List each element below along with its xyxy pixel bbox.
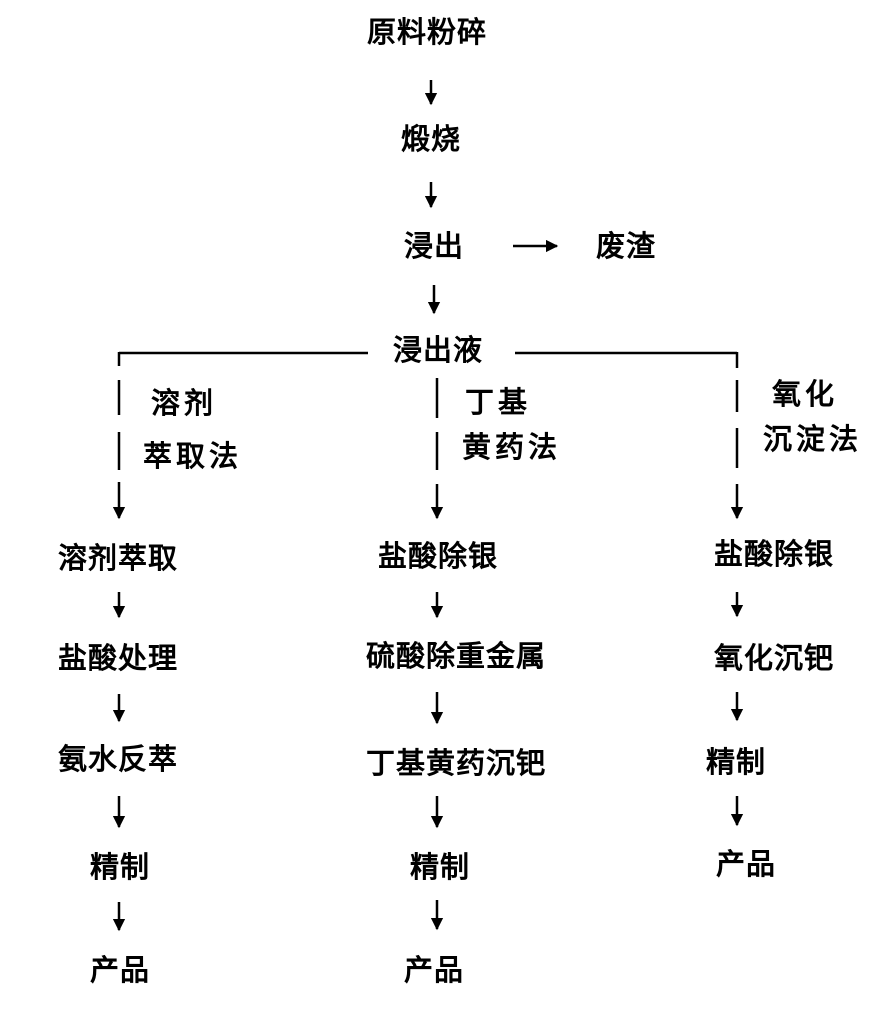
oxidation-step-silver-removal: 盐酸除银 (714, 537, 835, 571)
leachate: 浸出液 (393, 333, 484, 367)
label-xanthate-line1: 丁基 (465, 385, 532, 419)
solvent-step-hcl-treatment: 盐酸处理 (58, 641, 179, 675)
oxidation-step-product: 产品 (716, 847, 777, 881)
xanthate-step-refining: 精制 (410, 850, 471, 884)
solvent-step-extraction: 溶剂萃取 (58, 541, 179, 575)
label-oxidation-line1: 氧化 (772, 377, 839, 411)
solvent-step-product: 产品 (90, 953, 151, 987)
xanthate-step-heavy-metal-removal: 硫酸除重金属 (366, 639, 547, 673)
oxidation-step-pd-precipitation: 氧化沉钯 (714, 641, 835, 675)
solvent-step-refining: 精制 (90, 850, 151, 884)
label-oxidation-line2: 沉淀法 (763, 422, 863, 456)
label-xanthate-line2: 黄药法 (462, 430, 562, 464)
step-leaching: 浸出 (404, 229, 465, 263)
label-solvent-line1: 溶剂 (151, 386, 218, 420)
xanthate-step-silver-removal: 盐酸除银 (378, 539, 499, 573)
label-solvent-line2: 萃取法 (143, 439, 243, 473)
solvent-step-ammonia-strip: 氨水反萃 (58, 742, 179, 776)
waste-residue: 废渣 (596, 229, 657, 263)
xanthate-step-product: 产品 (404, 953, 465, 987)
step-calcination: 煅烧 (401, 122, 462, 156)
step-crushing: 原料粉碎 (367, 15, 488, 49)
xanthate-step-pd-precipitation: 丁基黄药沉钯 (366, 746, 547, 780)
oxidation-step-refining: 精制 (706, 745, 767, 779)
